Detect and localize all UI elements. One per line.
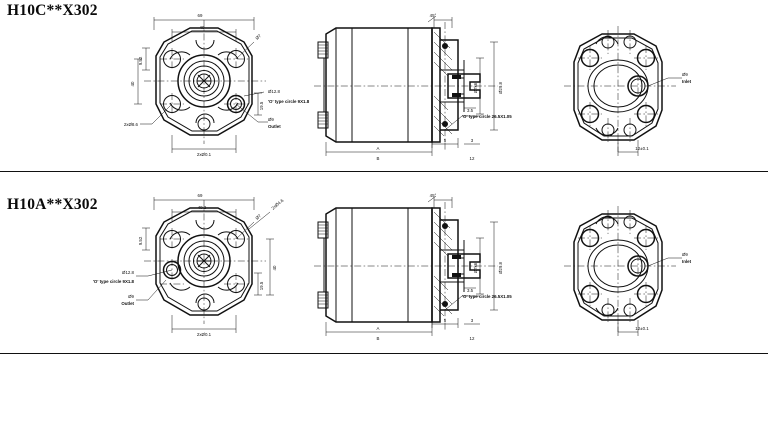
- section-centerlines: [314, 202, 498, 332]
- dim-len-r: 3: [471, 138, 474, 143]
- front-body-outline: [155, 27, 253, 136]
- front-lobe-contours: [169, 219, 239, 304]
- section-port-bosses: [317, 221, 329, 309]
- dim-rear-bottom: 12±0.1: [635, 326, 649, 331]
- dim-left-upper: 9.52: [138, 236, 143, 245]
- rear-dimension-lines: [617, 257, 682, 336]
- dim-flange-dia: Ø29.8: [498, 81, 503, 94]
- dim-len-b: B: [377, 156, 380, 161]
- front-dimension-texts: 69 40.2 9.52 19.5 40 2xØ0.1 Ø7 2xØ4.6 Ø1…: [93, 193, 285, 337]
- note-outlet-dia: Ø9: [128, 294, 134, 299]
- note-hole-dia: 2xØ4.6: [270, 197, 284, 210]
- label-outlet: Outlet: [121, 301, 134, 306]
- dim-step: 3.5: [467, 108, 474, 113]
- dim-len-t: 12: [470, 156, 475, 161]
- row-divider-bottom: [0, 353, 768, 354]
- dim-left-lower: 40: [272, 265, 277, 270]
- section-view-h10c: 45° Ø7k6 Ø29.8 3.5 A B 5 3 12 'O' type c…: [312, 12, 512, 162]
- rear-centerlines: [564, 206, 676, 332]
- note-inlet-dia: Ø9: [682, 72, 688, 77]
- note-bore-dia: Ø7: [254, 33, 262, 41]
- note-hole-dia: 2xØ8.6: [124, 122, 139, 127]
- front-dimension-lines: [134, 17, 268, 153]
- dim-left-lower: 40: [130, 81, 135, 86]
- rear-view-h10c: 12±0.1 Ø9 Inlet: [556, 18, 726, 163]
- rear-centerlines: [564, 26, 676, 152]
- section-centerlines: [314, 22, 498, 152]
- dim-angle: 45°: [430, 13, 437, 18]
- label-inlet: Inlet: [682, 79, 692, 84]
- dim-bolt-span: 40: [200, 25, 205, 30]
- dim-shaft-dia: Ø7k6: [473, 82, 478, 93]
- drawing-row-h10c: 69 40 9.52 40 19.5 2xØ0.1 Ø7 Ø12.8 'O' t…: [0, 0, 768, 170]
- note-oring-front: 'O' type circle 9X1.8: [93, 279, 135, 284]
- dim-len-r: 3: [471, 318, 474, 323]
- model-title-h10a: H10A**X302: [7, 196, 98, 213]
- front-centerlines: [144, 20, 266, 144]
- dim-left-upper: 9.52: [138, 56, 143, 65]
- dim-len-a: A: [377, 326, 380, 331]
- dim-len-a: A: [377, 146, 380, 151]
- note-oring-section: 'O' type circle 26.5X1.05: [462, 294, 512, 299]
- note-inlet-dia: Ø9: [682, 252, 688, 257]
- dim-shaft-dia: Ø7k6: [473, 262, 478, 273]
- section-dimension-lines: [325, 15, 498, 156]
- dim-overall-width: 69: [198, 13, 203, 18]
- note-oring-front: 'O' type circle 9X1.8: [268, 99, 310, 104]
- note-port-dia: Ø12.8: [122, 270, 135, 275]
- dim-bottom-tol: 2xØ0.1: [197, 152, 212, 157]
- row-divider-middle: [0, 171, 768, 172]
- dim-right-small: 19.5: [259, 101, 264, 110]
- rear-dimension-texts: 12±0.1 Ø9 Inlet: [635, 252, 691, 331]
- rear-dimension-lines: [617, 77, 682, 156]
- section-view-h10a: 45° Ø7k6 Ø29.8 3.5 A B 5 3 12 'O' type c…: [312, 192, 512, 342]
- dim-rear-bottom: 12±0.1: [635, 146, 649, 151]
- front-view-h10a: 69 40.2 9.52 19.5 40 2xØ0.1 Ø7 2xØ4.6 Ø1…: [93, 184, 298, 344]
- section-front-cover: [431, 27, 459, 143]
- dim-len-s: 5: [444, 318, 447, 323]
- dim-angle: 45°: [430, 193, 437, 198]
- label-inlet: Inlet: [682, 259, 692, 264]
- dim-right-small: 19.5: [259, 281, 264, 290]
- section-housing: [325, 207, 433, 323]
- front-body-outline: [155, 207, 253, 316]
- dim-len-s: 5: [444, 138, 447, 143]
- label-outlet: Outlet: [268, 124, 281, 129]
- note-oring-section: 'O' type circle 26.5X1.05: [462, 114, 512, 119]
- section-dimension-texts: 45° Ø7k6 Ø29.8 3.5 A B 5 3 12 'O' type c…: [377, 193, 513, 341]
- dim-len-b: B: [377, 336, 380, 341]
- front-dimension-lines: [136, 197, 274, 333]
- front-view-h10c: 69 40 9.52 40 19.5 2xØ0.1 Ø7 Ø12.8 'O' t…: [118, 4, 310, 164]
- dim-len-t: 12: [470, 336, 475, 341]
- section-dimension-lines: [325, 195, 498, 336]
- front-dimension-texts: 69 40 9.52 40 19.5 2xØ0.1 Ø7 Ø12.8 'O' t…: [124, 13, 310, 157]
- dim-flange-dia: Ø29.8: [498, 261, 503, 274]
- note-bore-dia: Ø7: [254, 213, 262, 221]
- model-title-h10c: H10C**X302: [7, 2, 98, 19]
- drawing-row-h10a: 69 40.2 9.52 19.5 40 2xØ0.1 Ø7 2xØ4.6 Ø1…: [0, 176, 768, 352]
- note-port-dia: Ø12.8: [268, 89, 281, 94]
- dim-bottom-tol: 2xØ0.1: [197, 332, 212, 337]
- rear-view-h10a: 12±0.1 Ø9 Inlet: [556, 198, 726, 343]
- dim-overall-width: 69: [198, 193, 203, 198]
- section-housing: [325, 27, 433, 143]
- section-port-bosses: [317, 41, 329, 129]
- rear-dimension-texts: 12±0.1 Ø9 Inlet: [635, 72, 691, 151]
- dim-bolt-span: 40.2: [198, 205, 207, 210]
- note-outlet-dia: Ø9: [268, 117, 274, 122]
- section-dimension-texts: 45° Ø7k6 Ø29.8 3.5 A B 5 3 12 'O' type c…: [377, 13, 513, 161]
- dim-step: 3.5: [467, 288, 474, 293]
- front-lobe-contours: [169, 39, 239, 124]
